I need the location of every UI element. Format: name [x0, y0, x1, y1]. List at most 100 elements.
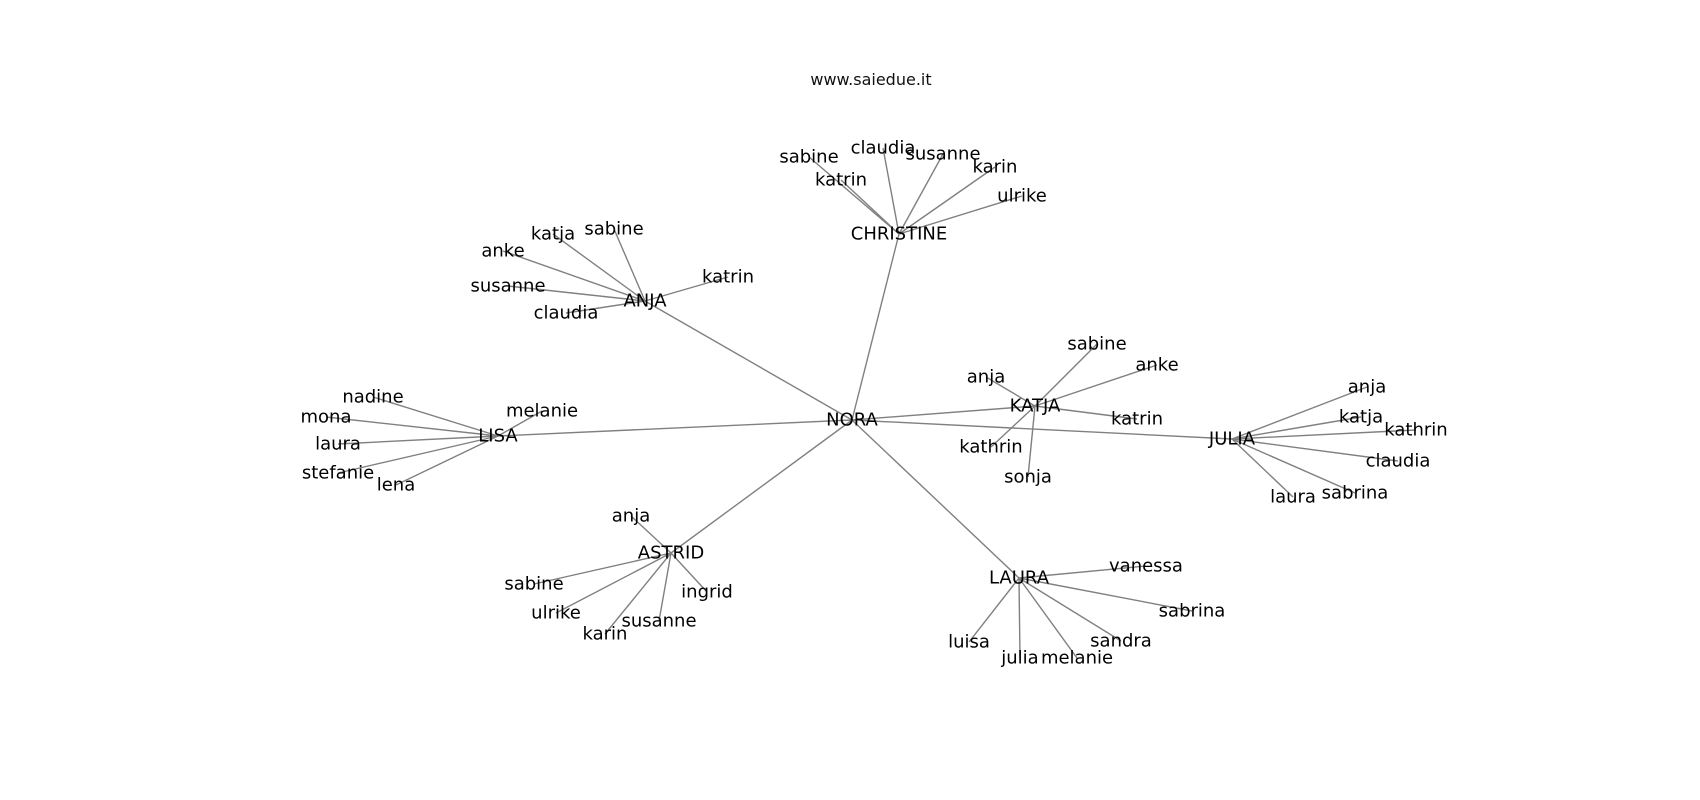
- edge-root-astrid: [670, 419, 853, 554]
- edge-root-laura: [851, 419, 1020, 579]
- node-anja-sabine: sabine: [584, 219, 643, 240]
- node-astrid-ingrid: ingrid: [681, 582, 733, 603]
- edge-anja-katja: [552, 233, 646, 302]
- edge-katja-anke: [1034, 364, 1158, 407]
- site-title: www.saiedue.it: [810, 70, 932, 89]
- node-christine-sabine: sabine: [779, 147, 838, 168]
- node-julia-kathrin: kathrin: [1384, 420, 1447, 441]
- hub-node-katja: KATJA: [1010, 396, 1061, 417]
- node-astrid-karin: karin: [583, 624, 628, 645]
- hub-node-julia: JULIA: [1208, 429, 1256, 450]
- edge-astrid-ulrike: [555, 552, 672, 614]
- node-julia-laura: laura: [1270, 487, 1316, 508]
- edge-julia-claudia: [1231, 438, 1399, 462]
- edge-root-katja: [851, 405, 1036, 421]
- edge-lisa-laura: [337, 435, 499, 445]
- node-laura-luisa: luisa: [948, 632, 990, 653]
- edge-christine-karin: [898, 166, 996, 235]
- edge-laura-julia: [1018, 577, 1021, 659]
- node-astrid-ulrike: ulrike: [531, 603, 581, 624]
- node-katja-sabine: sabine: [1067, 334, 1126, 355]
- edge-anja-susanne: [507, 285, 646, 302]
- edge-root-christine: [851, 233, 900, 421]
- edge-astrid-ingrid: [670, 552, 708, 593]
- edge-lisa-melanie: [497, 410, 543, 437]
- hub-node-laura: LAURA: [989, 568, 1050, 589]
- node-laura-melanie: melanie: [1041, 648, 1113, 669]
- edge-christine-ulrike: [898, 195, 1023, 235]
- node-laura-vanessa: vanessa: [1109, 556, 1183, 577]
- edge-lisa-stefanie: [337, 435, 499, 474]
- node-lisa-laura: laura: [315, 434, 361, 455]
- edge-root-julia: [851, 419, 1233, 440]
- node-astrid-susanne: susanne: [621, 611, 696, 632]
- node-christine-susanne: susanne: [905, 144, 980, 165]
- hub-node-astrid: ASTRID: [638, 543, 704, 564]
- node-lisa-mona: mona: [301, 407, 352, 428]
- edge-christine-katrin: [840, 179, 900, 235]
- edge-laura-vanessa: [1018, 565, 1147, 579]
- edge-julia-anja: [1231, 386, 1368, 440]
- edge-astrid-susanne: [658, 552, 672, 622]
- edge-katja-sonja: [1027, 405, 1036, 478]
- edge-julia-kathrin: [1231, 429, 1417, 440]
- node-anja-katja: katja: [531, 224, 575, 245]
- node-lisa-lena: lena: [377, 475, 416, 496]
- edge-katja-katrin: [1034, 405, 1138, 420]
- node-anja-claudia: claudia: [534, 303, 599, 324]
- edge-lisa-mona: [325, 416, 499, 437]
- node-laura-sandra: sandra: [1090, 631, 1152, 652]
- node-katja-katrin: katrin: [1111, 409, 1163, 430]
- edge-christine-sabine: [808, 156, 900, 235]
- edge-katja-sabine: [1034, 343, 1098, 407]
- edge-laura-sandra: [1018, 577, 1122, 642]
- edge-julia-katja: [1231, 416, 1362, 440]
- edge-anja-katrin: [644, 276, 729, 302]
- node-julia-katja: katja: [1339, 407, 1383, 428]
- node-julia-anja: anja: [1348, 377, 1386, 398]
- edge-astrid-karin: [604, 552, 672, 635]
- edge-katja-anja: [985, 376, 1036, 407]
- node-laura-sabrina: sabrina: [1159, 601, 1226, 622]
- edge-laura-luisa: [968, 577, 1020, 643]
- edge-anja-sabine: [613, 228, 646, 302]
- hub-node-anja: ANJA: [623, 291, 667, 312]
- edge-lisa-lena: [395, 435, 499, 486]
- hub-node-lisa: LISA: [478, 426, 518, 447]
- edge-anja-anke: [502, 250, 646, 302]
- node-katja-anke: anke: [1135, 355, 1178, 376]
- edge-root-anja: [644, 300, 853, 421]
- node-christine-karin: karin: [973, 157, 1018, 178]
- node-anja-katrin: katrin: [702, 267, 754, 288]
- edge-julia-laura: [1231, 438, 1294, 498]
- edge-anja-claudia: [565, 300, 646, 314]
- node-katja-sonja: sonja: [1004, 467, 1052, 488]
- node-katja-anja: anja: [967, 367, 1005, 388]
- node-julia-claudia: claudia: [1366, 451, 1431, 472]
- edge-astrid-anja: [630, 515, 672, 554]
- node-anja-susanne: susanne: [470, 276, 545, 297]
- edge-christine-susanne: [898, 153, 944, 235]
- edge-astrid-sabine: [533, 552, 672, 585]
- node-astrid-sabine: sabine: [504, 574, 563, 595]
- edge-julia-sabrina: [1231, 438, 1356, 494]
- edge-katja-kathrin: [990, 405, 1036, 448]
- node-katja-kathrin: kathrin: [959, 437, 1022, 458]
- edge-laura-melanie: [1018, 577, 1078, 659]
- node-laura-julia: julia: [1000, 648, 1038, 669]
- node-lisa-stefanie: stefanie: [302, 463, 374, 484]
- node-christine-katrin: katrin: [815, 170, 867, 191]
- hub-node-christine: CHRISTINE: [851, 224, 948, 245]
- node-lisa-nadine: nadine: [342, 387, 403, 408]
- node-christine-ulrike: ulrike: [997, 186, 1047, 207]
- edge-laura-sabrina: [1018, 577, 1193, 612]
- node-julia-sabrina: sabrina: [1322, 483, 1389, 504]
- root-node: NORA: [826, 410, 878, 431]
- edge-christine-claudia: [882, 147, 900, 235]
- edge-root-lisa: [497, 419, 853, 437]
- node-christine-claudia: claudia: [851, 138, 916, 159]
- edge-lisa-nadine: [372, 396, 499, 437]
- node-astrid-anja: anja: [612, 506, 650, 527]
- node-anja-anke: anke: [481, 241, 524, 262]
